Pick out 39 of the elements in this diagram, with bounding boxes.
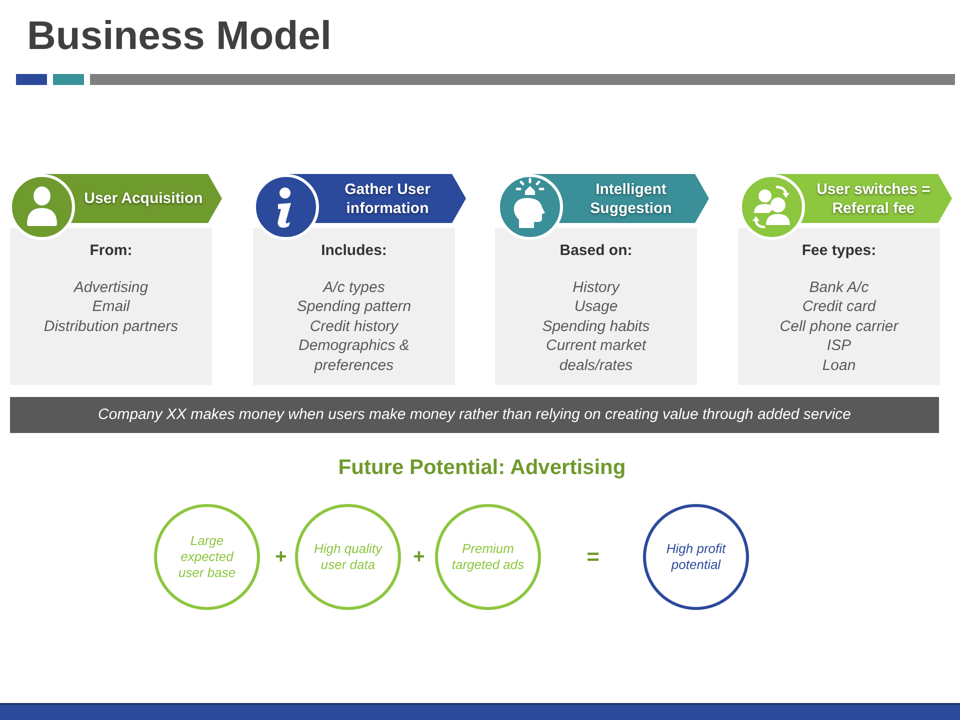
list-item: Spending pattern	[296, 297, 412, 317]
equals-sign: =	[586, 545, 600, 569]
summary-text: Company XX makes money when users make money rather than relying on creating value through added service	[98, 406, 851, 424]
list-item: Credit history	[310, 316, 398, 336]
banner-title: User Acquisition	[84, 189, 203, 208]
card-heading: Fee types:	[802, 242, 876, 260]
banner-title: Gather User information	[344, 180, 432, 218]
page-title: Business Model	[27, 16, 332, 56]
circle-text: High quality user data	[313, 541, 384, 573]
list-item: ISP	[826, 336, 852, 356]
card-heading: Includes:	[321, 242, 387, 260]
list-item: History	[572, 278, 620, 298]
card-heading: From:	[90, 242, 132, 260]
list-item: Spending habits	[542, 316, 650, 336]
list-item: A/c types	[323, 278, 385, 298]
info-card	[738, 228, 940, 385]
plus-sign: +	[275, 545, 287, 569]
list-item: Advertising	[74, 278, 148, 298]
card-heading: Based on:	[560, 242, 632, 260]
info-card	[253, 228, 455, 385]
info-card	[495, 228, 697, 385]
banner-title: User switches = Referral fee	[816, 180, 932, 218]
list-item: Demographics & preferences	[298, 336, 410, 376]
summary-band	[10, 397, 939, 433]
circle-text: High profit potential	[665, 541, 727, 573]
list-item: Current market deals/rates	[544, 336, 648, 376]
list-item: Distribution partners	[44, 316, 178, 336]
plus-sign: +	[413, 545, 425, 569]
banner-title: Intelligent Suggestion	[589, 180, 673, 218]
list-item: Email	[92, 297, 130, 317]
info-card	[10, 228, 212, 385]
section-heading: Future Potential: Advertising	[338, 455, 626, 481]
list-item: Credit card	[802, 297, 876, 317]
list-item: Loan	[822, 356, 856, 376]
circle-text: Large expected user base	[177, 533, 237, 581]
list-item: Usage	[574, 297, 618, 317]
circle-text: Premium targeted ads	[450, 541, 526, 573]
list-item: Cell phone carrier	[780, 316, 898, 336]
list-item: Bank A/c	[809, 278, 869, 298]
